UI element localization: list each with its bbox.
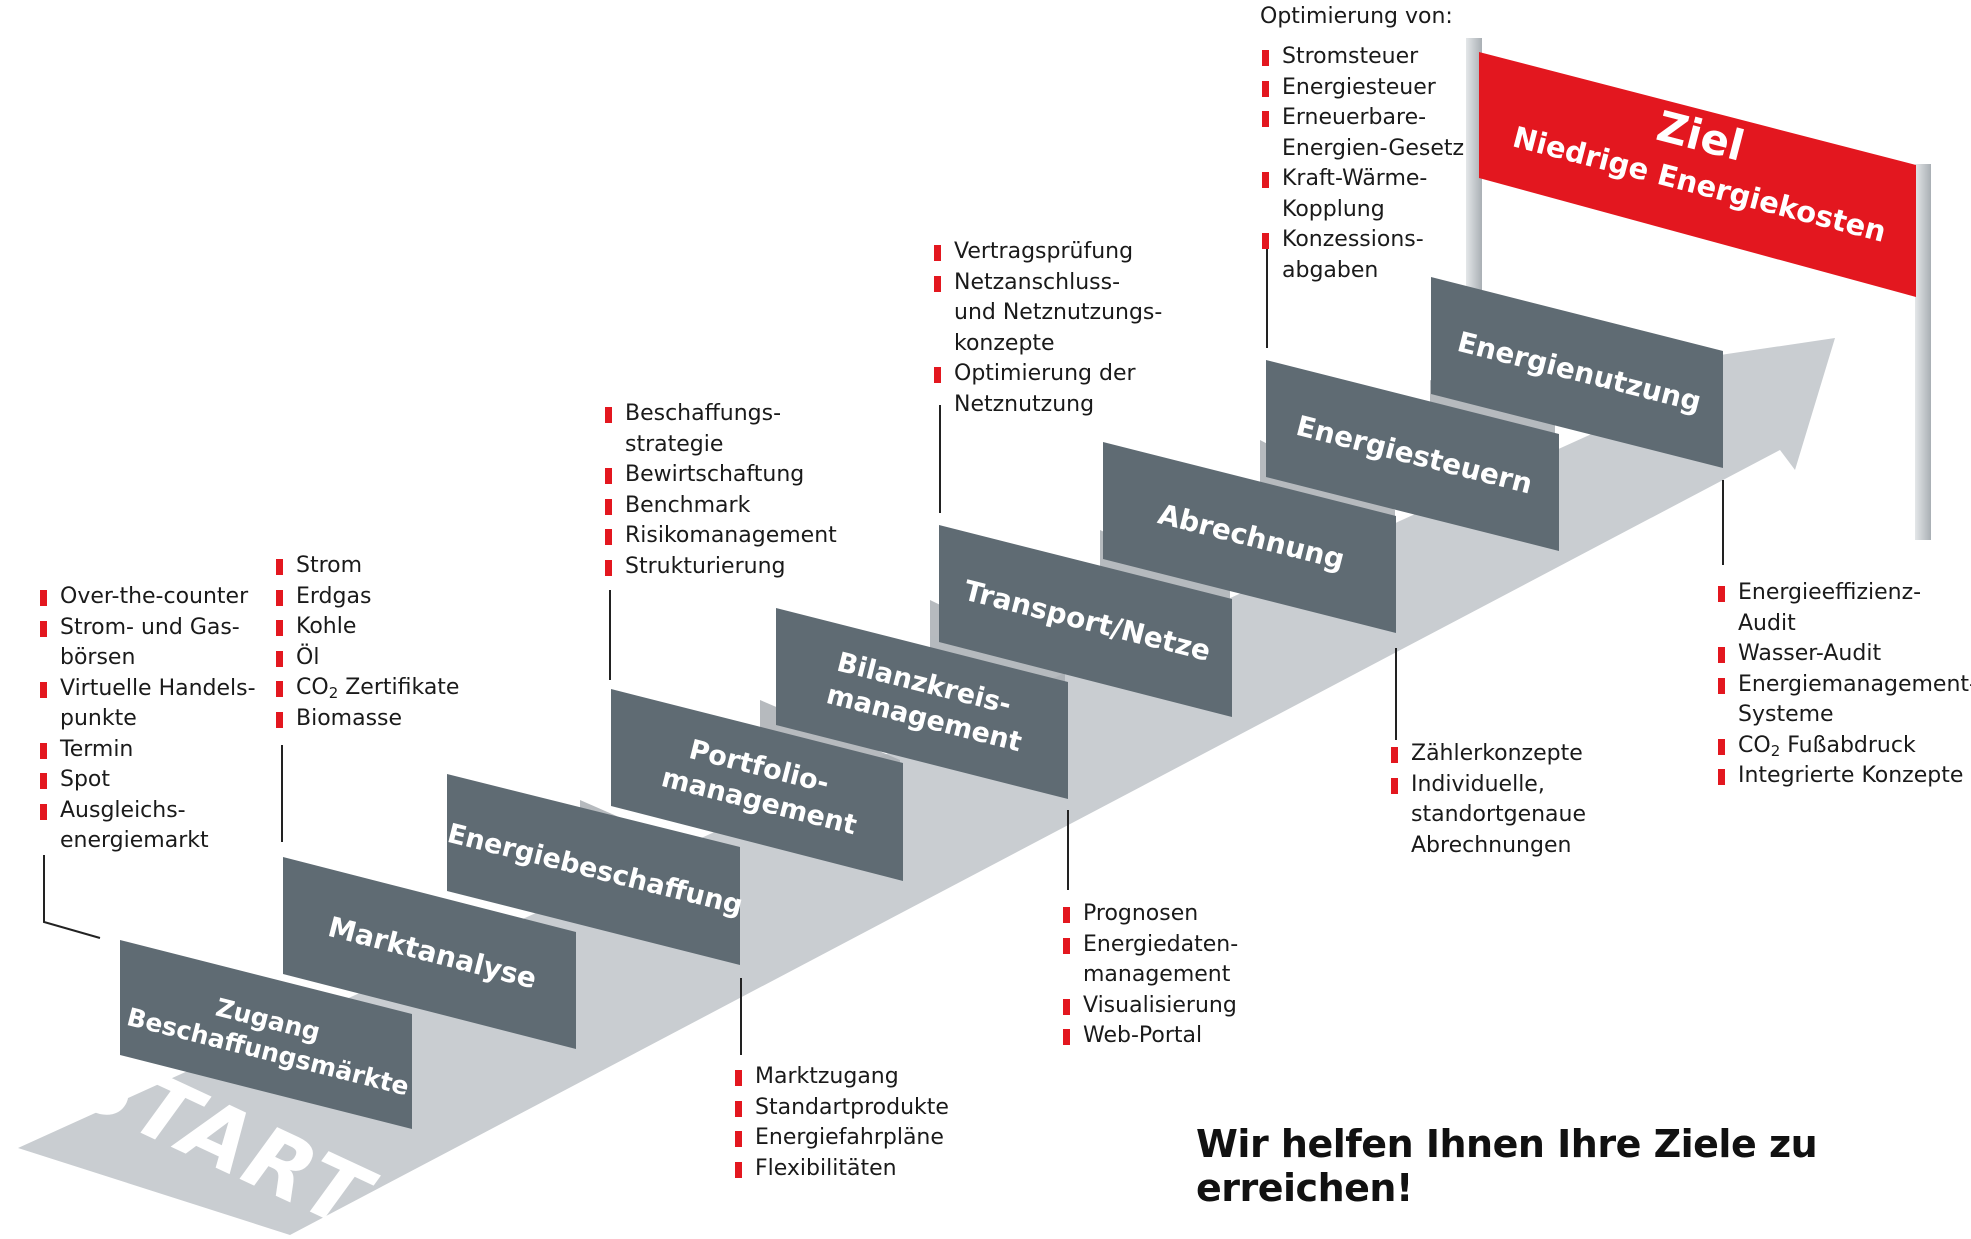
list-item: Vertragsprüfung — [934, 237, 1162, 268]
list-item-continuation: management — [1083, 962, 1231, 987]
list-item: Energiesteuer — [1262, 73, 1464, 104]
step-board-energienutzung: Energienutzung — [1431, 277, 1723, 468]
slogan: Wir helfen Ihnen Ihre Ziele zu erreichen… — [1196, 1122, 1818, 1210]
list-item: Ausgleichs- — [40, 796, 256, 827]
list-transport: Vertragsprüfung Netzanschluss- und Netzn… — [934, 237, 1162, 420]
connector-lines — [43, 245, 1724, 1055]
list-zugang: Over-the-counter Strom- und Gas- börsen … — [40, 582, 256, 857]
step-board-portfolio: Portfolio- management — [611, 689, 903, 881]
step-board-abrechnung: Abrechnung — [1103, 442, 1396, 633]
list-item: Erneuerbare- — [1262, 103, 1464, 134]
list-item-continuation: Energien-Gesetz — [1282, 135, 1465, 161]
list-marktanalyse: Strom Erdgas Kohle Öl CO2 Zertifikate Bi… — [276, 551, 459, 734]
list-item-continuation: standortgenaue — [1411, 802, 1587, 827]
list-item: Flexibilitäten — [735, 1154, 949, 1185]
list-item: Prognosen — [1063, 899, 1238, 930]
list-item: Termin — [40, 735, 256, 766]
list-item: Web-Portal — [1063, 1021, 1238, 1052]
list-item: Integrierte Konzepte — [1718, 761, 1971, 792]
co2-suffix: Fußabdruck — [1780, 732, 1916, 758]
list-item-continuation: abgaben — [1282, 257, 1379, 283]
list-portfolio: Beschaffungs- strategie Bewirtschaftung … — [605, 399, 837, 582]
list-item-continuation: Abrechnungen — [1411, 832, 1572, 858]
co2-prefix: CO — [1738, 732, 1771, 758]
list-item: Virtuelle Handels- — [40, 674, 256, 705]
goal-post-right — [1915, 164, 1931, 540]
list-item-continuation: konzepte — [954, 330, 1055, 356]
list-energienutzung: Energieeffizienz-Audit Wasser-Audit Ener… — [1718, 578, 1971, 792]
list-bilanzkreis: Prognosen Energiedaten- management Visua… — [1063, 899, 1238, 1052]
list-item: Zählerkonzepte — [1391, 739, 1586, 770]
list-item: Energieeffizienz-Audit — [1718, 578, 1971, 639]
goal-banner — [1479, 52, 1916, 297]
list-item: Strukturierung — [605, 552, 837, 583]
step-board-bilanzkreis: Bilanzkreis- management — [776, 608, 1068, 799]
list-item-continuation: strategie — [625, 431, 724, 457]
list-item: Benchmark — [605, 491, 837, 522]
list-item: Energiedaten- — [1063, 930, 1238, 961]
list-item-continuation: Kopplung — [1282, 196, 1385, 222]
list-item: Optimierung der — [934, 359, 1162, 390]
list-item-continuation: Netznutzung — [954, 391, 1095, 417]
list-item: Energiefahrpläne — [735, 1123, 949, 1154]
list-item: Beschaffungs- — [605, 399, 837, 430]
list-item: Strom- und Gas- — [40, 613, 256, 644]
list-item-continuation: Systeme — [1738, 702, 1834, 727]
list-item: Individuelle, — [1391, 770, 1586, 801]
list-item-continuation: punkte — [60, 706, 137, 731]
co2-prefix: CO — [296, 675, 329, 700]
list-item: CO2 Zertifikate — [276, 673, 459, 704]
co2-sub: 2 — [1770, 741, 1781, 760]
list-item: Netzanschluss- — [934, 268, 1162, 299]
list-item: Risikomanagement — [605, 521, 837, 552]
list-item: Kohle — [276, 612, 459, 643]
co2-sub: 2 — [328, 684, 339, 702]
list-item: Wasser-Audit — [1718, 639, 1971, 670]
list-item: Konzessions- — [1262, 225, 1464, 256]
step-board-marktanalyse: Marktanalyse — [283, 857, 576, 1049]
list-item: Energiemanagement- — [1718, 670, 1971, 701]
list-item: Öl — [276, 643, 459, 674]
list-abrechnung: Zählerkonzepte Individuelle, standortgen… — [1391, 739, 1586, 861]
list-energiesteuern: Stromsteuer Energiesteuer Erneuerbare- E… — [1262, 42, 1464, 286]
goal-post-left — [1466, 38, 1482, 308]
step-board-energiebeschaffung: Energiebeschaffung — [444, 774, 746, 965]
list-item: Strom — [276, 551, 459, 582]
steuern-title: Optimierung von: — [1260, 4, 1453, 29]
list-item: Bewirtschaftung — [605, 460, 837, 491]
co2-suffix: Zertifikate — [338, 675, 460, 700]
step-board-transport: Transport/Netze — [939, 525, 1232, 717]
list-item-continuation: börsen — [60, 645, 136, 670]
list-item: Over-the-counter — [40, 582, 256, 613]
list-item: Visualisierung — [1063, 991, 1238, 1022]
list-item: Biomasse — [276, 704, 459, 735]
list-item: CO2 Fußabdruck — [1718, 731, 1971, 762]
list-item: Kraft-Wärme- — [1262, 164, 1464, 195]
list-item: Stromsteuer — [1262, 42, 1464, 73]
list-item: Spot — [40, 765, 256, 796]
list-item: Marktzugang — [735, 1062, 949, 1093]
list-item: Standartprodukte — [735, 1093, 949, 1124]
list-item-continuation: und Netznutzungs- — [954, 300, 1163, 325]
step-board-energiesteuern: Energiesteuern — [1266, 360, 1559, 551]
list-item: Erdgas — [276, 582, 459, 613]
list-item-continuation: energiemarkt — [60, 828, 209, 853]
list-energiebeschaffung: Marktzugang Standartprodukte Energiefahr… — [735, 1062, 949, 1184]
